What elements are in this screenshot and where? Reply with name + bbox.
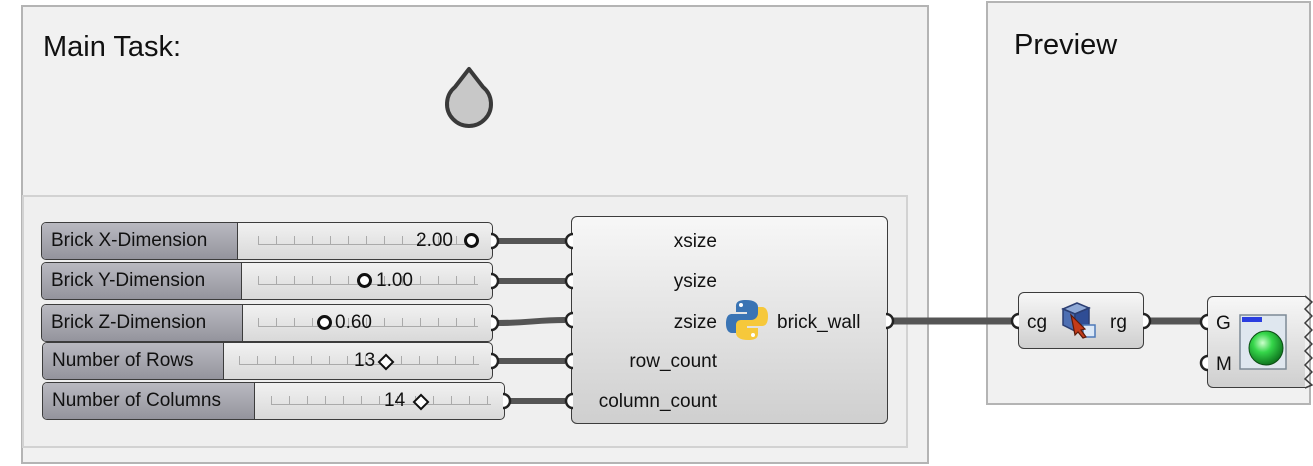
- slider-track[interactable]: [258, 236, 478, 245]
- input-port-zsize[interactable]: zsize: [673, 312, 717, 333]
- slider-number-of-columns[interactable]: Number of Columns 14: [42, 382, 505, 420]
- slider-label: Number of Rows: [43, 343, 224, 379]
- input-port-ysize[interactable]: ysize: [673, 271, 717, 292]
- input-port-g[interactable]: G: [1216, 313, 1231, 334]
- input-port-row-count[interactable]: row_count: [629, 351, 717, 372]
- cube-cursor-icon: [1061, 302, 1096, 339]
- output-port-rg[interactable]: rg: [1110, 312, 1127, 333]
- main-task-title: Main Task:: [43, 31, 182, 63]
- input-port-m[interactable]: M: [1216, 354, 1232, 375]
- sphere-preview-icon: [1239, 314, 1287, 370]
- drop-pin-icon: [445, 67, 493, 128]
- slider-track[interactable]: [258, 318, 478, 327]
- slider-label: Number of Columns: [43, 383, 255, 419]
- slider-value: 14: [384, 390, 406, 411]
- slider-track[interactable]: [271, 396, 491, 405]
- slider-brick-y-dimension[interactable]: Brick Y-Dimension 1.00: [41, 262, 493, 300]
- slider-track[interactable]: [239, 356, 479, 365]
- slider-brick-z-dimension[interactable]: Brick Z-Dimension 0.60: [41, 304, 493, 342]
- input-port-column-count[interactable]: column_count: [598, 391, 717, 412]
- slider-grip-icon[interactable]: [357, 273, 372, 288]
- slider-value: 13: [354, 350, 376, 371]
- output-port-brick-wall[interactable]: brick_wall: [777, 312, 861, 333]
- slider-value: 0.60: [335, 312, 372, 333]
- slider-grip-icon[interactable]: [317, 315, 332, 330]
- wire-zsize: [496, 317, 566, 326]
- slider-value: 2.00: [416, 230, 453, 251]
- python-icon: [726, 300, 768, 340]
- slider-brick-x-dimension[interactable]: Brick X-Dimension 2.00: [41, 222, 493, 260]
- group-component[interactable]: cg rg: [1018, 292, 1144, 349]
- python-script-component[interactable]: xsize ysize zsize row_count column_count…: [571, 216, 888, 424]
- preview-title: Preview: [1014, 29, 1118, 61]
- slider-label: Brick Y-Dimension: [42, 263, 242, 299]
- slider-grip-icon[interactable]: [464, 233, 479, 248]
- slider-label: Brick X-Dimension: [42, 223, 238, 259]
- slider-number-of-rows[interactable]: Number of Rows 13: [42, 342, 493, 380]
- input-port-cg[interactable]: cg: [1027, 312, 1048, 333]
- slider-label: Brick Z-Dimension: [42, 305, 243, 341]
- slider-value: 1.00: [376, 270, 413, 291]
- custom-preview-component[interactable]: G M: [1207, 296, 1305, 388]
- input-port-xsize[interactable]: xsize: [673, 231, 717, 252]
